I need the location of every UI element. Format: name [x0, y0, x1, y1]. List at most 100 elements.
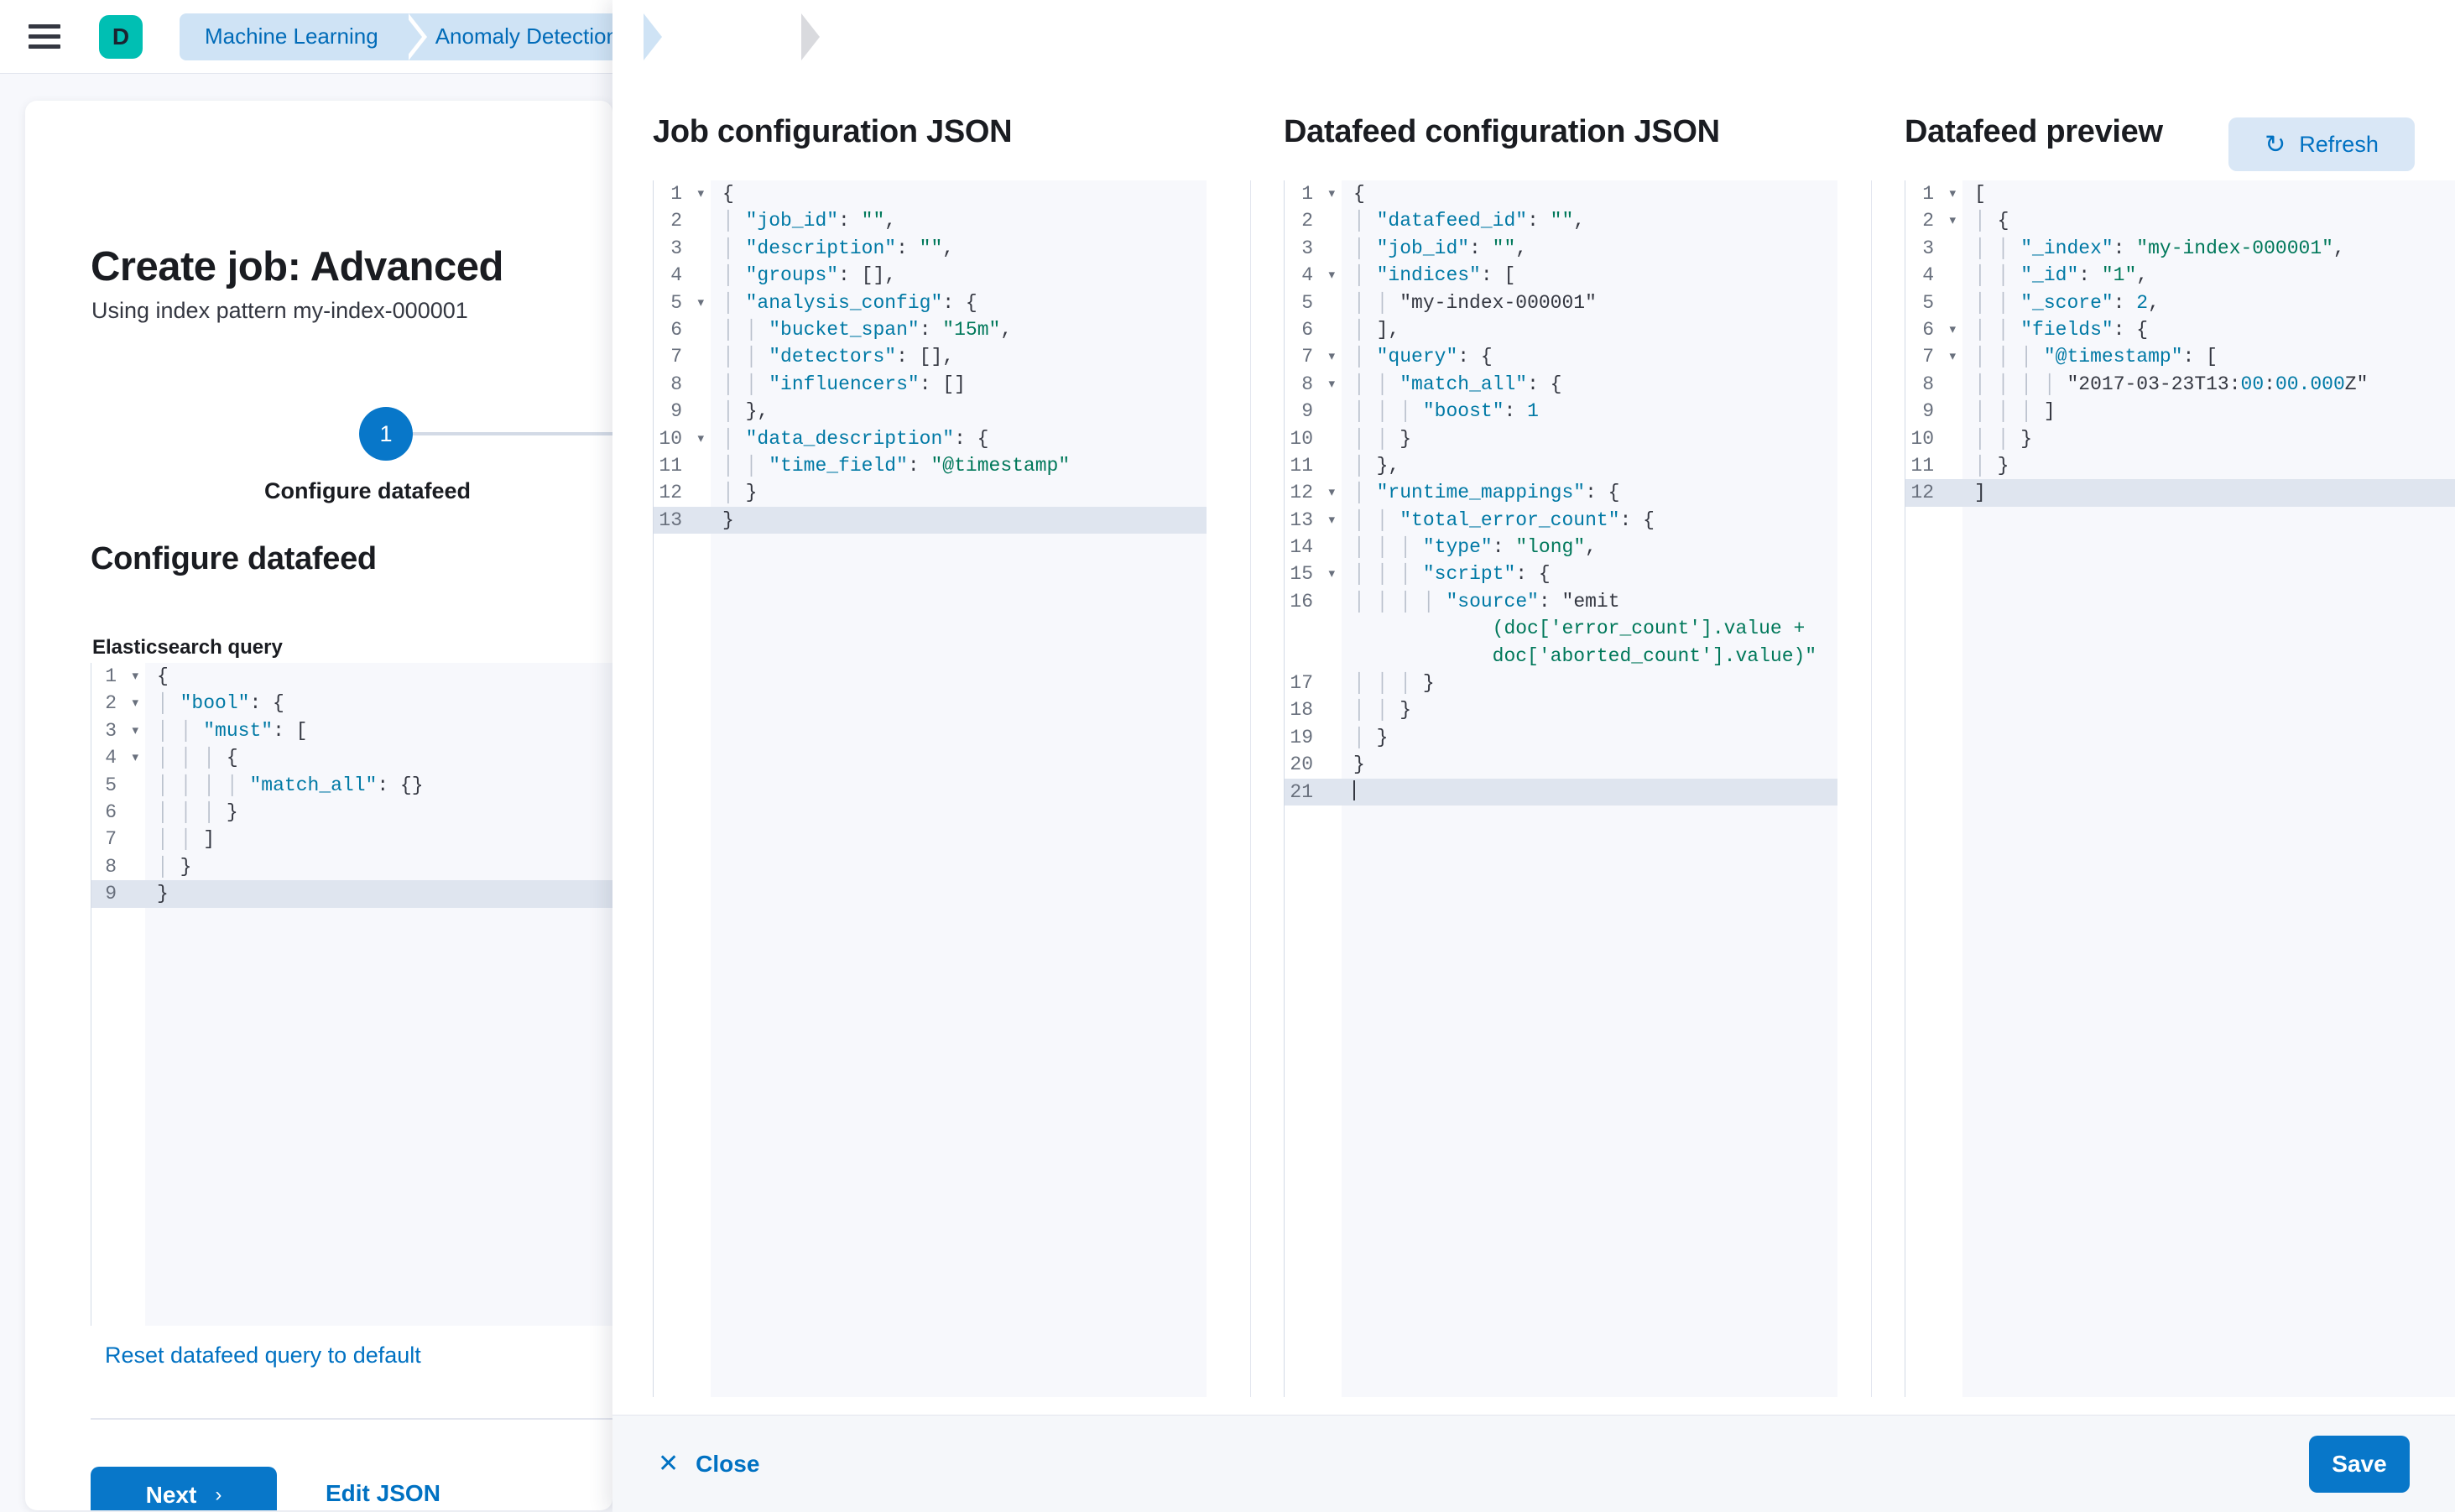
reset-datafeed-query-link[interactable]: Reset datafeed query to default — [105, 1343, 421, 1368]
code-line[interactable]: │ │ "total_error_count": { — [1353, 508, 1655, 531]
code-line[interactable]: │ │ │ { — [157, 747, 238, 769]
fold-toggle-icon[interactable]: ▾ — [1328, 485, 1335, 500]
fold-toggle-icon[interactable]: ▾ — [1328, 566, 1335, 581]
page-subtitle: Using index pattern my-index-000001 — [91, 298, 468, 323]
code-line[interactable]: ] — [1962, 479, 2455, 507]
code-line[interactable]: [ — [1974, 183, 1986, 205]
code-line[interactable]: │ │ │ │ "source": "emit (doc['error_coun… — [1353, 590, 1817, 667]
divider — [91, 1418, 612, 1420]
breadcrumb-item-machine-learning[interactable]: Machine Learning — [180, 13, 427, 60]
next-button[interactable]: Next › — [91, 1467, 277, 1510]
fold-toggle-icon[interactable]: ▾ — [132, 722, 138, 738]
fold-toggle-icon[interactable]: ▾ — [1949, 321, 1956, 336]
code-line[interactable]: │ } — [157, 855, 192, 878]
code-line[interactable]: │ "data_description": { — [722, 427, 989, 450]
code-line[interactable]: │ │ "fields": { — [1974, 318, 2149, 341]
code-line[interactable]: │ │ "match_all": { — [1353, 373, 1562, 395]
code-line[interactable] — [1342, 778, 1837, 806]
fold-toggle-icon[interactable]: ▾ — [1949, 213, 1956, 228]
refresh-button[interactable]: ↻ Refresh — [2228, 117, 2415, 171]
code-line[interactable]: │ │ } — [1353, 699, 1412, 722]
fold-toggle-icon[interactable]: ▾ — [697, 295, 704, 310]
code-line[interactable]: │ "job_id": "", — [722, 210, 897, 232]
line-number-row: 12 — [659, 482, 682, 504]
close-button[interactable]: ✕ Close — [658, 1449, 759, 1478]
code-line[interactable]: │ { — [1974, 210, 2009, 232]
code-line[interactable]: } — [711, 506, 1207, 534]
code-line[interactable]: │ │ } — [1974, 427, 2033, 450]
code-line[interactable]: │ } — [1974, 454, 2009, 477]
fold-toggle-icon[interactable]: ▾ — [132, 750, 138, 765]
avatar[interactable]: D — [99, 14, 143, 59]
fold-toggle-icon[interactable]: ▾ — [1328, 268, 1335, 283]
query-editor-content[interactable]: { │ "bool": { │ │ "must": [ │ │ │ { │ │ │ │ … — [145, 663, 612, 1326]
fold-toggle-icon[interactable]: ▾ — [1949, 186, 1956, 201]
code-line[interactable]: │ } — [1353, 726, 1389, 748]
code-line[interactable]: } — [1353, 753, 1365, 776]
code-line[interactable]: │ │ │ │ "match_all": {} — [157, 774, 424, 796]
fold-toggle-icon[interactable]: ▾ — [697, 186, 704, 201]
fold-toggle-icon[interactable]: ▾ — [1328, 349, 1335, 364]
code-line[interactable]: │ │ ] — [157, 828, 216, 851]
edit-json-link[interactable]: Edit JSON — [326, 1480, 440, 1506]
preview-editor-content[interactable]: [ │ { │ │ "_index": "my-index-000001", │ │ … — [1962, 180, 2455, 1397]
hamburger-menu-icon[interactable] — [29, 18, 65, 55]
code-line[interactable]: │ │ "must": [ — [157, 719, 308, 742]
code-line[interactable]: │ │ "my-index-000001" — [1353, 291, 1597, 314]
fold-toggle-icon[interactable]: ▾ — [1328, 512, 1335, 527]
code-line[interactable]: │ "job_id": "", — [1353, 237, 1528, 259]
code-line[interactable]: │ │ } — [1353, 427, 1412, 450]
code-line[interactable]: │ │ │ } — [1353, 672, 1435, 695]
datafeed-editor-content[interactable]: { │ "datafeed_id": "", │ "job_id": "", │ "i… — [1342, 180, 1837, 1397]
fold-toggle-icon[interactable]: ▾ — [132, 696, 138, 711]
fold-toggle-icon[interactable]: ▾ — [1328, 186, 1335, 201]
code-line[interactable]: │ │ │ │ "2017-03-23T13:00:00.000Z" — [1974, 373, 2369, 395]
fold-toggle-icon[interactable]: ▾ — [1328, 376, 1335, 391]
code-line[interactable]: │ }, — [722, 400, 769, 423]
save-button[interactable]: Save — [2309, 1435, 2410, 1493]
elasticsearch-query-label: Elasticsearch query — [92, 636, 283, 659]
code-line[interactable]: │ "indices": [ — [1353, 264, 1516, 287]
step-indicator-1[interactable]: 1 — [359, 407, 413, 461]
code-line[interactable]: │ │ │ "script": { — [1353, 563, 1551, 586]
column-divider-1 — [1250, 180, 1251, 1397]
code-line[interactable]: } — [145, 880, 612, 908]
code-line[interactable]: │ }, — [1353, 454, 1400, 477]
code-line[interactable]: │ │ "_score": 2, — [1974, 291, 2160, 314]
code-line[interactable]: │ │ "time_field": "@timestamp" — [722, 454, 1071, 477]
code-line[interactable]: │ ], — [1353, 318, 1400, 341]
code-line[interactable]: │ } — [722, 482, 758, 504]
code-line[interactable]: │ │ "_id": "1", — [1974, 264, 2149, 287]
code-line[interactable]: { — [157, 665, 169, 687]
code-line[interactable]: │ │ "bucket_span": "15m", — [722, 318, 1013, 341]
code-line[interactable]: │ "bool": { — [157, 692, 284, 715]
fold-toggle-icon[interactable]: ▾ — [697, 430, 704, 446]
code-line[interactable]: │ │ "influencers": [] — [722, 373, 966, 395]
line-number-row: 13▾ — [1285, 507, 1342, 534]
code-line[interactable]: │ "groups": [], — [722, 264, 897, 287]
code-line[interactable]: │ │ │ "boost": 1 — [1353, 400, 1539, 423]
code-line[interactable]: │ "query": { — [1353, 346, 1493, 368]
code-line[interactable]: │ │ │ } — [157, 800, 238, 823]
code-line[interactable]: │ │ │ "@timestamp": [ — [1974, 346, 2218, 368]
job-editor-content[interactable]: { │ "job_id": "", │ "description": "", │ "g… — [711, 180, 1207, 1397]
code-line[interactable]: │ │ "detectors": [], — [722, 346, 955, 368]
code-line[interactable]: { — [1353, 183, 1365, 205]
code-line[interactable]: │ "description": "", — [722, 237, 955, 259]
code-line[interactable]: │ │ │ ] — [1974, 400, 2056, 423]
code-line[interactable]: │ │ │ "type": "long", — [1353, 536, 1597, 559]
job-configuration-title: Job configuration JSON — [653, 114, 1013, 149]
fold-toggle-icon[interactable]: ▾ — [132, 669, 138, 683]
code-line[interactable]: { — [722, 183, 734, 205]
fold-toggle-icon[interactable]: ▾ — [1949, 349, 1956, 364]
code-line[interactable]: │ "runtime_mappings": { — [1353, 482, 1620, 504]
line-number-row: 3 — [1922, 237, 1934, 259]
breadcrumb-item-anomaly-detection[interactable]: Anomaly Detection — [403, 13, 668, 60]
code-line[interactable]: │ "datafeed_id": "", — [1353, 210, 1586, 232]
code-line[interactable]: │ "analysis_config": { — [722, 291, 977, 314]
code-line[interactable]: │ │ "_index": "my-index-000001", — [1974, 237, 2345, 259]
